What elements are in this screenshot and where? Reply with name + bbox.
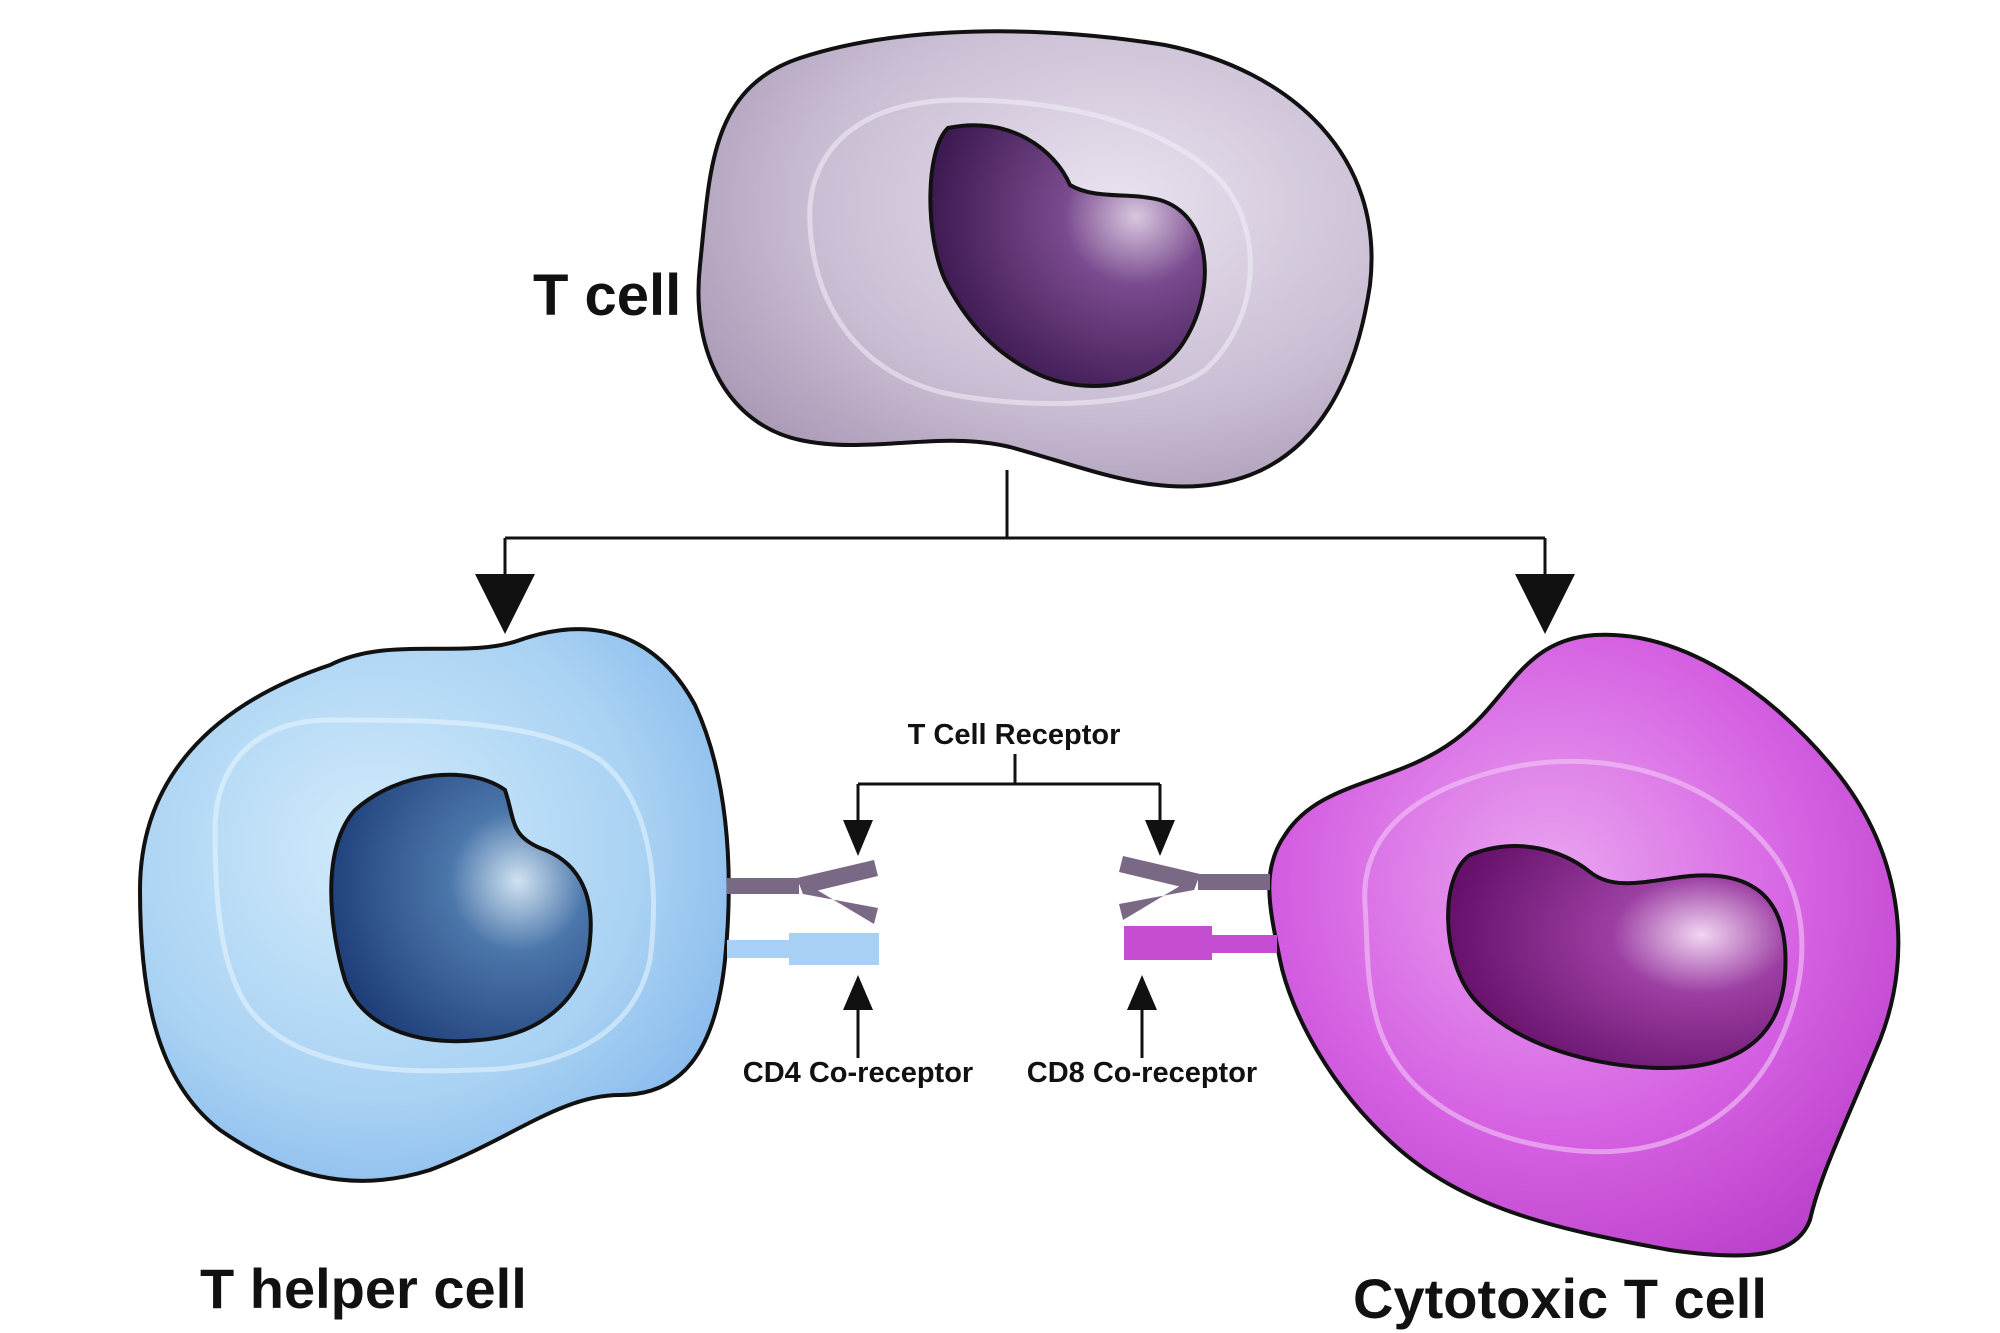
cd4-coreceptor xyxy=(727,933,879,965)
t-helper-tcr xyxy=(727,860,878,924)
tcr-callout-left-arrowhead xyxy=(843,820,873,856)
arrowhead-to-t-helper xyxy=(475,574,535,634)
cd8-callout: CD8 Co-receptor xyxy=(1027,975,1257,1089)
cytotoxic-inner-fold xyxy=(1362,758,1805,1155)
cytotoxic-tcr xyxy=(1119,856,1270,920)
cd4-coreceptor-head xyxy=(789,933,879,965)
cd4-coreceptor-stalk xyxy=(727,940,789,958)
t-helper-tcr-upper-arm xyxy=(797,860,878,894)
branch-arrows xyxy=(503,470,1547,576)
t-helper-tcr-lower-arm xyxy=(797,878,878,924)
t-cell-inner-fold xyxy=(807,97,1253,407)
cd8-callout-arrowhead xyxy=(1127,975,1157,1010)
cd8-callout-label: CD8 Co-receptor xyxy=(1027,1057,1257,1089)
cd8-coreceptor-head xyxy=(1124,926,1212,960)
cytotoxic-tcr-upper-arm xyxy=(1119,856,1200,890)
cd4-callout-arrowhead xyxy=(843,975,873,1010)
t-cell-nucleus xyxy=(928,123,1207,388)
t-helper-cell: T helper cell xyxy=(137,627,731,1320)
t-cell-label: T cell xyxy=(533,263,681,328)
t-helper-nucleus xyxy=(329,772,593,1044)
tcr-callout: T Cell Receptor xyxy=(843,719,1175,856)
t-helper-label: T helper cell xyxy=(200,1257,527,1320)
cytotoxic-tcr-stalk xyxy=(1198,874,1270,890)
t-cell: T cell xyxy=(533,29,1374,489)
t-helper-inner-fold xyxy=(212,717,656,1074)
cd4-callout-label: CD4 Co-receptor xyxy=(743,1057,973,1089)
cytotoxic-nucleus xyxy=(1446,844,1788,1071)
tcr-callout-right-arrowhead xyxy=(1145,820,1175,856)
cd8-coreceptor-stalk xyxy=(1212,935,1277,953)
cytotoxic-t-cell: Cytotoxic T cell xyxy=(1267,632,1901,1330)
arrowhead-to-cytotoxic xyxy=(1515,574,1575,634)
cytotoxic-label: Cytotoxic T cell xyxy=(1353,1267,1767,1330)
cd8-coreceptor xyxy=(1124,926,1277,960)
cytotoxic-tcr-lower-arm xyxy=(1119,874,1200,920)
cd4-callout: CD4 Co-receptor xyxy=(743,975,973,1089)
tcr-callout-label: T Cell Receptor xyxy=(908,719,1121,751)
t-helper-tcr-stalk xyxy=(727,878,799,894)
